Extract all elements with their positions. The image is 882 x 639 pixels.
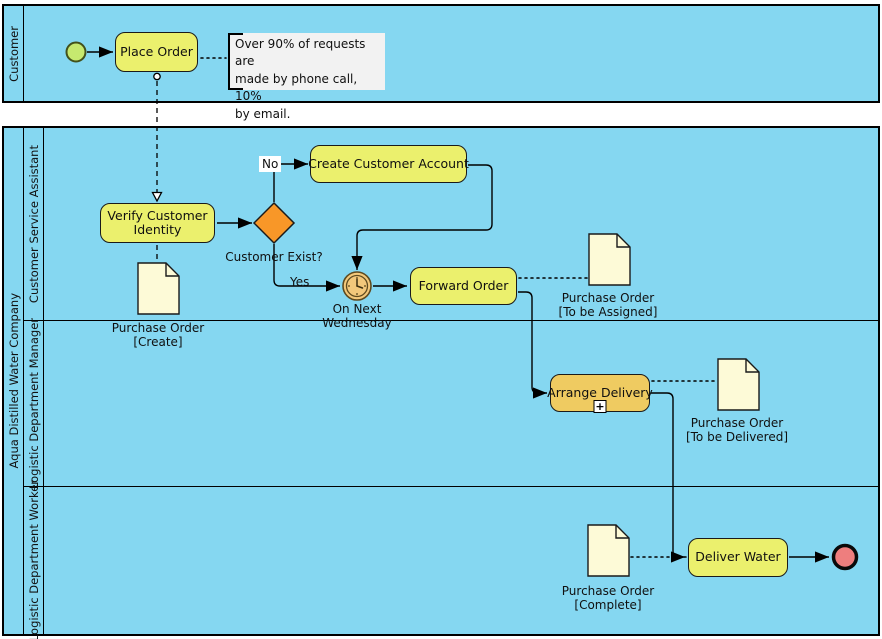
timer-event-label: On Next Wednesday [322,302,392,331]
lane-csa-label: Customer Service Assistant [26,144,41,304]
task-place-order[interactable]: Place Order [115,32,198,72]
lane-csa-header[interactable]: Customer Service Assistant [24,128,44,320]
task-deliver-water-label: Deliver Water [695,549,781,565]
lane-manager-header[interactable]: Logistic Department Manager [24,317,44,490]
task-place-order-label: Place Order [120,43,193,59]
lane-manager-label: Logistic Department Manager [26,317,41,490]
po-to-be-delivered-label: Purchase Order [To be Delivered] [685,416,789,445]
pool-company-lanes: Customer Service Assistant Logistic Depa… [24,128,878,639]
edge-label-yes: Yes [290,275,310,289]
pool-company-label: Aqua Distilled Water Company [6,293,21,469]
lane-logistic-department-worker[interactable]: Logistic Department Worker [24,480,878,639]
task-verify-customer-identity-label: Verify Customer Identity [107,207,208,237]
pool-customer-header[interactable]: Customer [4,6,24,101]
gateway-question-label: Customer Exist? [225,250,323,264]
pool-company-header[interactable]: Aqua Distilled Water Company [4,128,24,634]
lane-customer-service-assistant[interactable]: Customer Service Assistant [24,128,878,321]
task-create-customer-account-label: Create Customer Account [308,155,469,171]
task-verify-customer-identity[interactable]: Verify Customer Identity [100,203,215,243]
subprocess-plus-icon[interactable]: + [593,400,607,413]
edge-label-no: No [259,156,282,172]
task-forward-order-label: Forward Order [418,277,509,293]
task-deliver-water[interactable]: Deliver Water [688,538,788,577]
text-annotation[interactable]: Over 90% of requests are made by phone c… [228,33,385,121]
po-create-label: Purchase Order [Create] [111,321,205,350]
task-arrange-delivery[interactable]: Arrange Delivery + [547,374,653,413]
pool-customer-label: Customer [6,25,21,82]
task-arrange-delivery-label: Arrange Delivery [547,384,653,400]
lane-logistic-department-manager[interactable]: Logistic Department Manager [24,317,878,490]
task-forward-order[interactable]: Forward Order [410,267,517,305]
lane-worker-label: Logistic Department Worker [26,479,41,639]
po-complete-label: Purchase Order [Complete] [561,584,655,613]
task-create-customer-account[interactable]: Create Customer Account [308,145,469,183]
po-to-be-assigned-label: Purchase Order [To be Assigned] [558,291,658,320]
lane-worker-header[interactable]: Logistic Department Worker [24,480,44,639]
